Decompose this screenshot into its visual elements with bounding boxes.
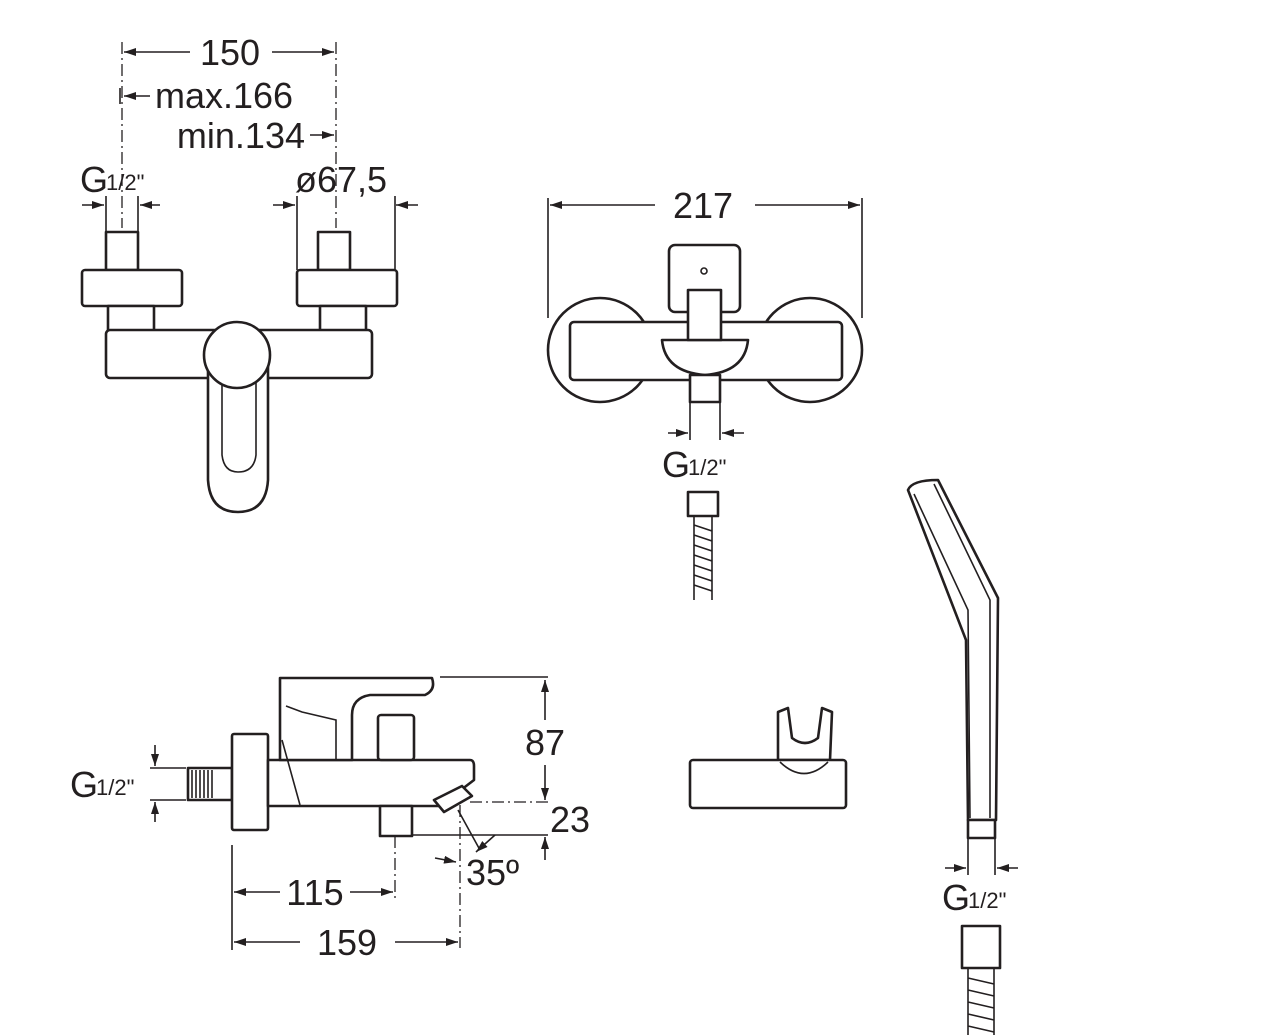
hose-fitting — [960, 924, 1002, 1035]
wall-holder — [688, 706, 848, 810]
hand-shower: G 1/2" — [906, 478, 1018, 1035]
thread-label-g: G — [942, 877, 970, 918]
mixer-front-view: 217 G 1/2" — [546, 185, 864, 600]
mixer-side-view: 87 23 G 1/2" 35º 115 159 — [70, 676, 590, 963]
dim-min-134: min.134 — [177, 115, 305, 156]
thread-label-fraction: 1/2" — [968, 888, 1006, 913]
thread-label-fraction: 1/2" — [96, 775, 134, 800]
dim-159: 159 — [317, 922, 377, 963]
thread-label-fraction: 1/2" — [688, 455, 726, 480]
thread-label-fraction: 1/2" — [106, 170, 144, 195]
dim-angle-35: 35º — [466, 852, 519, 893]
dim-23: 23 — [550, 799, 590, 840]
thread-label-g: G — [80, 159, 108, 200]
thread-label-g: G — [662, 444, 690, 485]
dim-115: 115 — [286, 872, 343, 913]
mixer-top-view: 150 max.166 min.134 G 1/2" ø67,5 — [80, 32, 418, 514]
dim-87: 87 — [525, 722, 565, 763]
dim-217: 217 — [673, 185, 733, 226]
thread-label-g: G — [70, 764, 98, 805]
hose-fitting — [686, 490, 720, 600]
dim-max-166: max.166 — [155, 75, 293, 116]
dim-diameter: ø67,5 — [295, 159, 387, 200]
dim-150: 150 — [200, 32, 260, 73]
